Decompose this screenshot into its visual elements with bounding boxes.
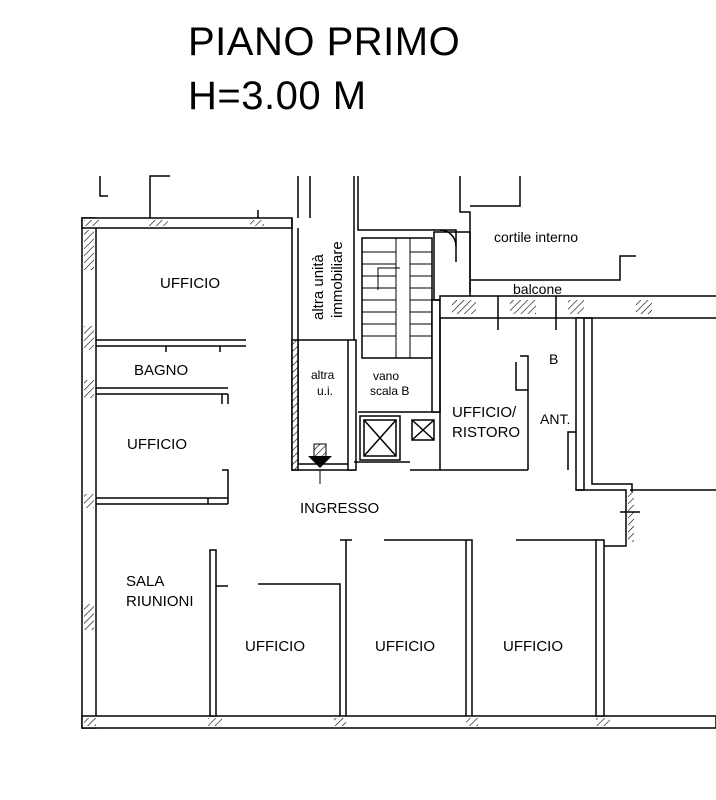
room-label-altra-unita: altra unità: [310, 253, 327, 320]
room-label-ufficio-bottom-2: UFFICIO: [375, 638, 435, 655]
room-label-ufficio-slash: UFFICIO/: [452, 404, 517, 421]
room-label-ui: u.i.: [317, 384, 333, 398]
room-label-bagno: BAGNO: [134, 362, 188, 379]
stairs: [362, 238, 432, 358]
room-label-ristoro: RISTORO: [452, 424, 520, 441]
room-label-b: B: [549, 351, 558, 367]
walls: [81, 175, 716, 729]
room-label-vano: vano: [373, 369, 399, 383]
room-label-riunioni: RIUNIONI: [126, 593, 194, 610]
room-label-ant: ANT.: [540, 411, 570, 427]
room-label-sala: SALA: [126, 573, 164, 590]
room-label-immobiliare: immobiliare: [329, 241, 346, 318]
height-label: H=3.00 M: [188, 74, 367, 118]
room-label-ufficio-mid: UFFICIO: [127, 436, 187, 453]
label-cortile-interno: cortile interno: [494, 229, 578, 245]
room-label-scala-b: scala B: [370, 384, 409, 398]
room-label-ingresso: INGRESSO: [300, 500, 379, 517]
room-label-ufficio-bottom-1: UFFICIO: [245, 638, 305, 655]
plan-title: PIANO PRIMO: [188, 20, 461, 64]
room-label-ufficio-top: UFFICIO: [160, 275, 220, 292]
entrance-arrow-icon: [308, 443, 332, 484]
label-balcone: balcone: [513, 281, 562, 297]
room-label-ufficio-bottom-3: UFFICIO: [503, 638, 563, 655]
room-label-altra: altra: [311, 368, 335, 382]
